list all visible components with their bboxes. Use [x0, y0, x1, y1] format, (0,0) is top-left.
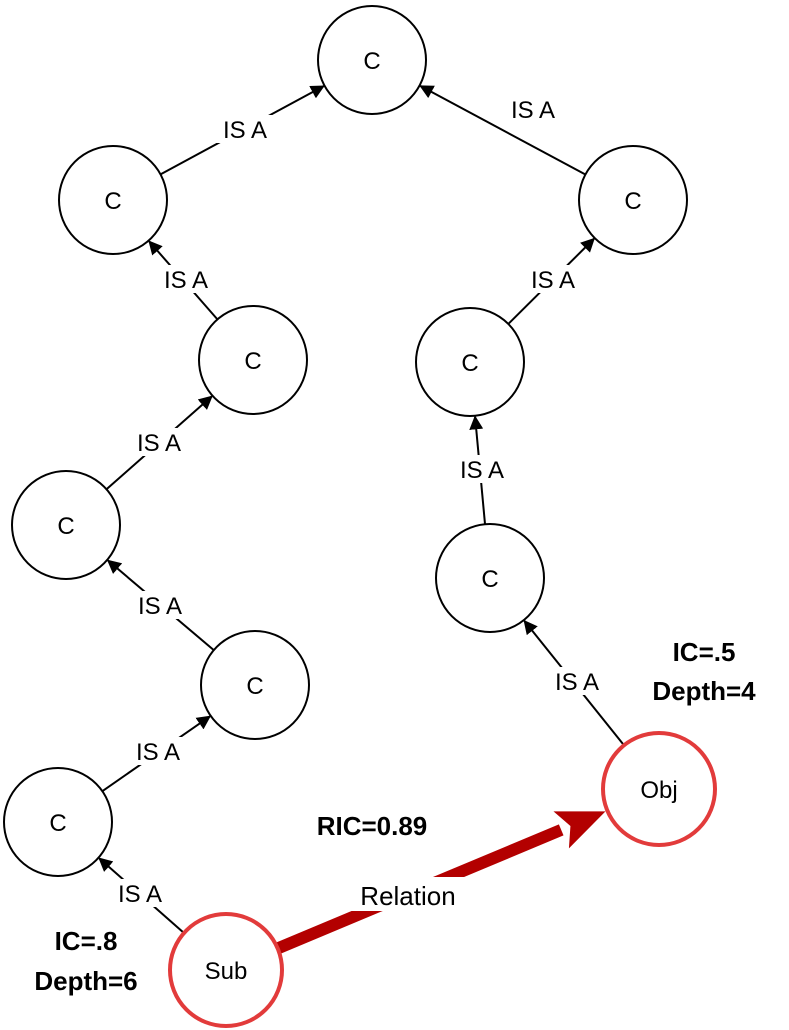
- concept-node: C: [435, 523, 545, 633]
- object-ic-label: IC=.5: [673, 637, 736, 667]
- isa-edge: IS A: [98, 857, 185, 934]
- node-label: C: [57, 513, 74, 540]
- isa-edge: IS A: [419, 85, 586, 176]
- concept-node: C: [58, 145, 168, 255]
- isa-edge: IS A: [148, 240, 219, 321]
- node-circle: [415, 307, 525, 417]
- isa-edge: IS A: [101, 715, 211, 792]
- isa-edge-label: IS A: [164, 267, 208, 294]
- isa-edge-label-bg: [521, 265, 585, 293]
- isa-edge-label: IS A: [511, 97, 555, 124]
- node-label: Obj: [640, 777, 677, 804]
- isa-edge-line: [419, 85, 586, 176]
- isa-edge-label-bg: [128, 591, 192, 619]
- node-label: C: [363, 48, 380, 75]
- subject-node: Sub: [168, 912, 284, 1028]
- node-circle: [578, 145, 688, 255]
- concept-node: C: [198, 305, 308, 415]
- node-circle: [317, 5, 427, 115]
- isa-edge-label-bg: [108, 879, 172, 907]
- edges-layer: IS A IS A IS A IS A IS A IS A IS A IS A IS A IS A: [98, 85, 625, 934]
- concept-node: C: [3, 767, 113, 877]
- node-circle: [3, 767, 113, 877]
- isa-edge-label: IS A: [555, 669, 599, 696]
- isa-edge-label: IS A: [460, 457, 504, 484]
- node-label: C: [624, 188, 641, 215]
- isa-edge-label: IS A: [136, 739, 180, 766]
- isa-edge: IS A: [106, 559, 215, 651]
- isa-edge-label-bg: [154, 265, 218, 293]
- node-label: C: [481, 566, 498, 593]
- isa-edge-label-bg: [450, 455, 514, 483]
- node-label: C: [246, 673, 263, 700]
- concept-node: C: [415, 307, 525, 417]
- subject-ic-label: IC=.8: [55, 926, 118, 956]
- isa-edge-label: IS A: [531, 267, 575, 294]
- isa-edge-label: IS A: [223, 117, 267, 144]
- isa-edge: IS A: [507, 237, 595, 325]
- node-circle: [168, 912, 284, 1028]
- isa-edge-label-bg: [501, 95, 565, 123]
- node-circle: [198, 305, 308, 415]
- node-circle: [435, 523, 545, 633]
- concept-node: C: [11, 470, 121, 580]
- object-node: Obj: [601, 731, 717, 847]
- node-circle: [601, 731, 717, 847]
- node-label: C: [244, 348, 261, 375]
- subject-depth-label: Depth=6: [34, 966, 137, 996]
- isa-edge: IS A: [105, 395, 213, 491]
- concept-node: C: [200, 630, 310, 740]
- node-circle: [58, 145, 168, 255]
- relation-arrow-head: [553, 811, 606, 849]
- isa-edge-label-bg: [213, 115, 277, 143]
- relation-score-label: RIC=0.89: [317, 811, 428, 841]
- isa-edge: IS A: [160, 85, 325, 176]
- concept-node: C: [317, 5, 427, 115]
- isa-edge: IS A: [523, 619, 625, 746]
- isa-edge-label: IS A: [137, 430, 181, 457]
- relation-label-bg: [346, 877, 470, 911]
- isa-edge-label: IS A: [138, 593, 182, 620]
- node-label: C: [104, 188, 121, 215]
- object-depth-label: Depth=4: [652, 676, 756, 706]
- relation-layer: Relation: [275, 811, 606, 954]
- concept-node: C: [578, 145, 688, 255]
- node-label: Sub: [205, 958, 248, 985]
- isa-edge-label: IS A: [118, 881, 162, 908]
- isa-edge-label-bg: [126, 737, 190, 765]
- node-circle: [200, 630, 310, 740]
- nodes-layer: C C C C C C C C C Sub Obj: [3, 5, 717, 1028]
- relation-label: Relation: [360, 881, 455, 911]
- node-circle: [11, 470, 121, 580]
- isa-edge-label-bg: [127, 428, 191, 456]
- node-label: C: [461, 350, 478, 377]
- isa-edge-label-bg: [545, 667, 609, 695]
- isa-edge: IS A: [450, 415, 514, 525]
- node-label: C: [49, 810, 66, 837]
